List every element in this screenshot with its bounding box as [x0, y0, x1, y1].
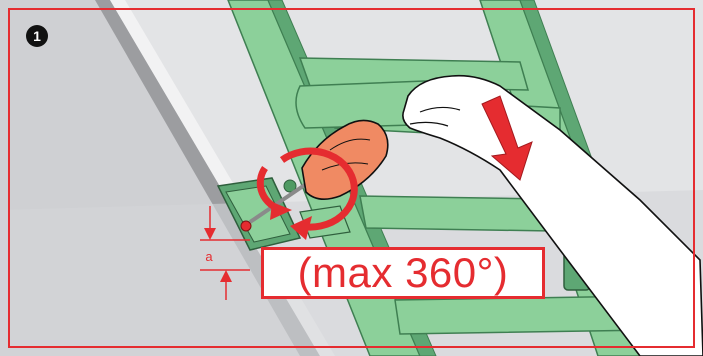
dimension-label: a — [205, 249, 213, 264]
dimension-arrow-icon — [200, 206, 250, 300]
hand-icon — [402, 74, 703, 356]
rotation-arrow-icon — [256, 147, 358, 240]
figure-border — [8, 8, 695, 348]
push-arrow-icon — [481, 95, 533, 181]
screwdriver-icon — [248, 119, 389, 224]
rotation-limit-label: (max 360°) — [261, 247, 545, 299]
step-number-badge: 1 — [26, 25, 48, 47]
